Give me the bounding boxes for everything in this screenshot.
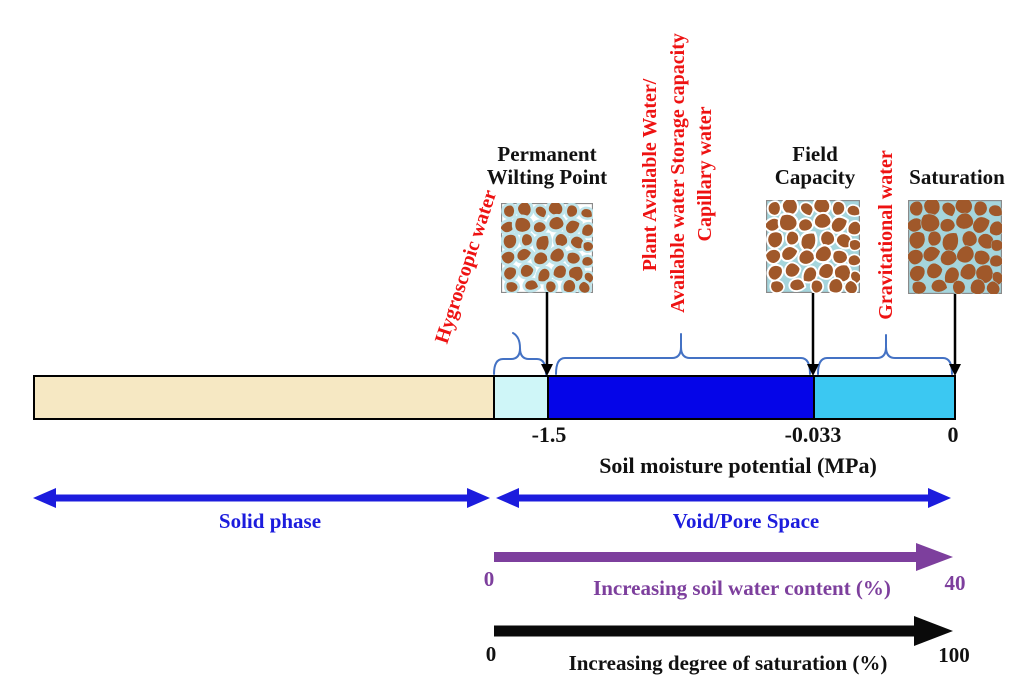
soil-water-content-arrow [494, 543, 953, 571]
degree-of-saturation-arrow [494, 616, 953, 646]
plant-available-water-label-line1: Plant Available Water/ [639, 78, 661, 272]
solid-phase-segment [35, 377, 493, 418]
plant-available-water-segment [547, 377, 813, 418]
tick-minus-0-033: -0.033 [784, 422, 842, 447]
hygroscopic-brace [493, 332, 547, 375]
pwp-label-line1: Permanent [497, 142, 597, 166]
pwp-label-line2: Wilting Point [486, 165, 608, 189]
water-content-label: Increasing soil water content (%) [593, 576, 891, 600]
saturation-min-value: 0 [485, 642, 497, 666]
plant-available-water-label-line3: Capillary water [694, 106, 716, 242]
hygroscopic-water-label: Hygroscopic water [430, 187, 502, 347]
water-content-max-value: 40 [944, 571, 966, 595]
plant-available-brace [555, 333, 811, 375]
void-pore-space-label: Void/Pore Space [672, 509, 820, 533]
solid-phase-arrow [33, 488, 490, 508]
solid-phase-label: Solid phase [218, 509, 322, 533]
field-capacity-label: Field Capacity [740, 143, 890, 189]
soil-moisture-potential-axis-label: Soil moisture potential (MPa) [599, 453, 877, 478]
void-pore-space-arrow [496, 488, 951, 508]
soil-image-permanent-wilting-point [501, 203, 593, 293]
water-content-min-value: 0 [483, 567, 495, 591]
hygroscopic-water-segment [493, 377, 547, 418]
saturation-degree-label: Increasing degree of saturation (%) [568, 651, 888, 675]
tick-zero: 0 [947, 422, 959, 447]
gravitational-water-segment [813, 377, 954, 418]
plant-available-water-label-line2: Available water Storage capacity [667, 33, 689, 313]
tick-minus-1-5: -1.5 [531, 422, 567, 447]
permanent-wilting-point-label: Permanent Wilting Point [462, 143, 632, 189]
soil-moisture-bar [33, 375, 956, 420]
saturation-max-value: 100 [938, 643, 970, 667]
soil-image-field-capacity [766, 200, 860, 293]
soil-image-saturation [908, 200, 1002, 294]
fc-label-line2: Capacity [774, 165, 856, 189]
saturation-label: Saturation [909, 165, 1005, 189]
fc-label-line1: Field [792, 142, 838, 166]
